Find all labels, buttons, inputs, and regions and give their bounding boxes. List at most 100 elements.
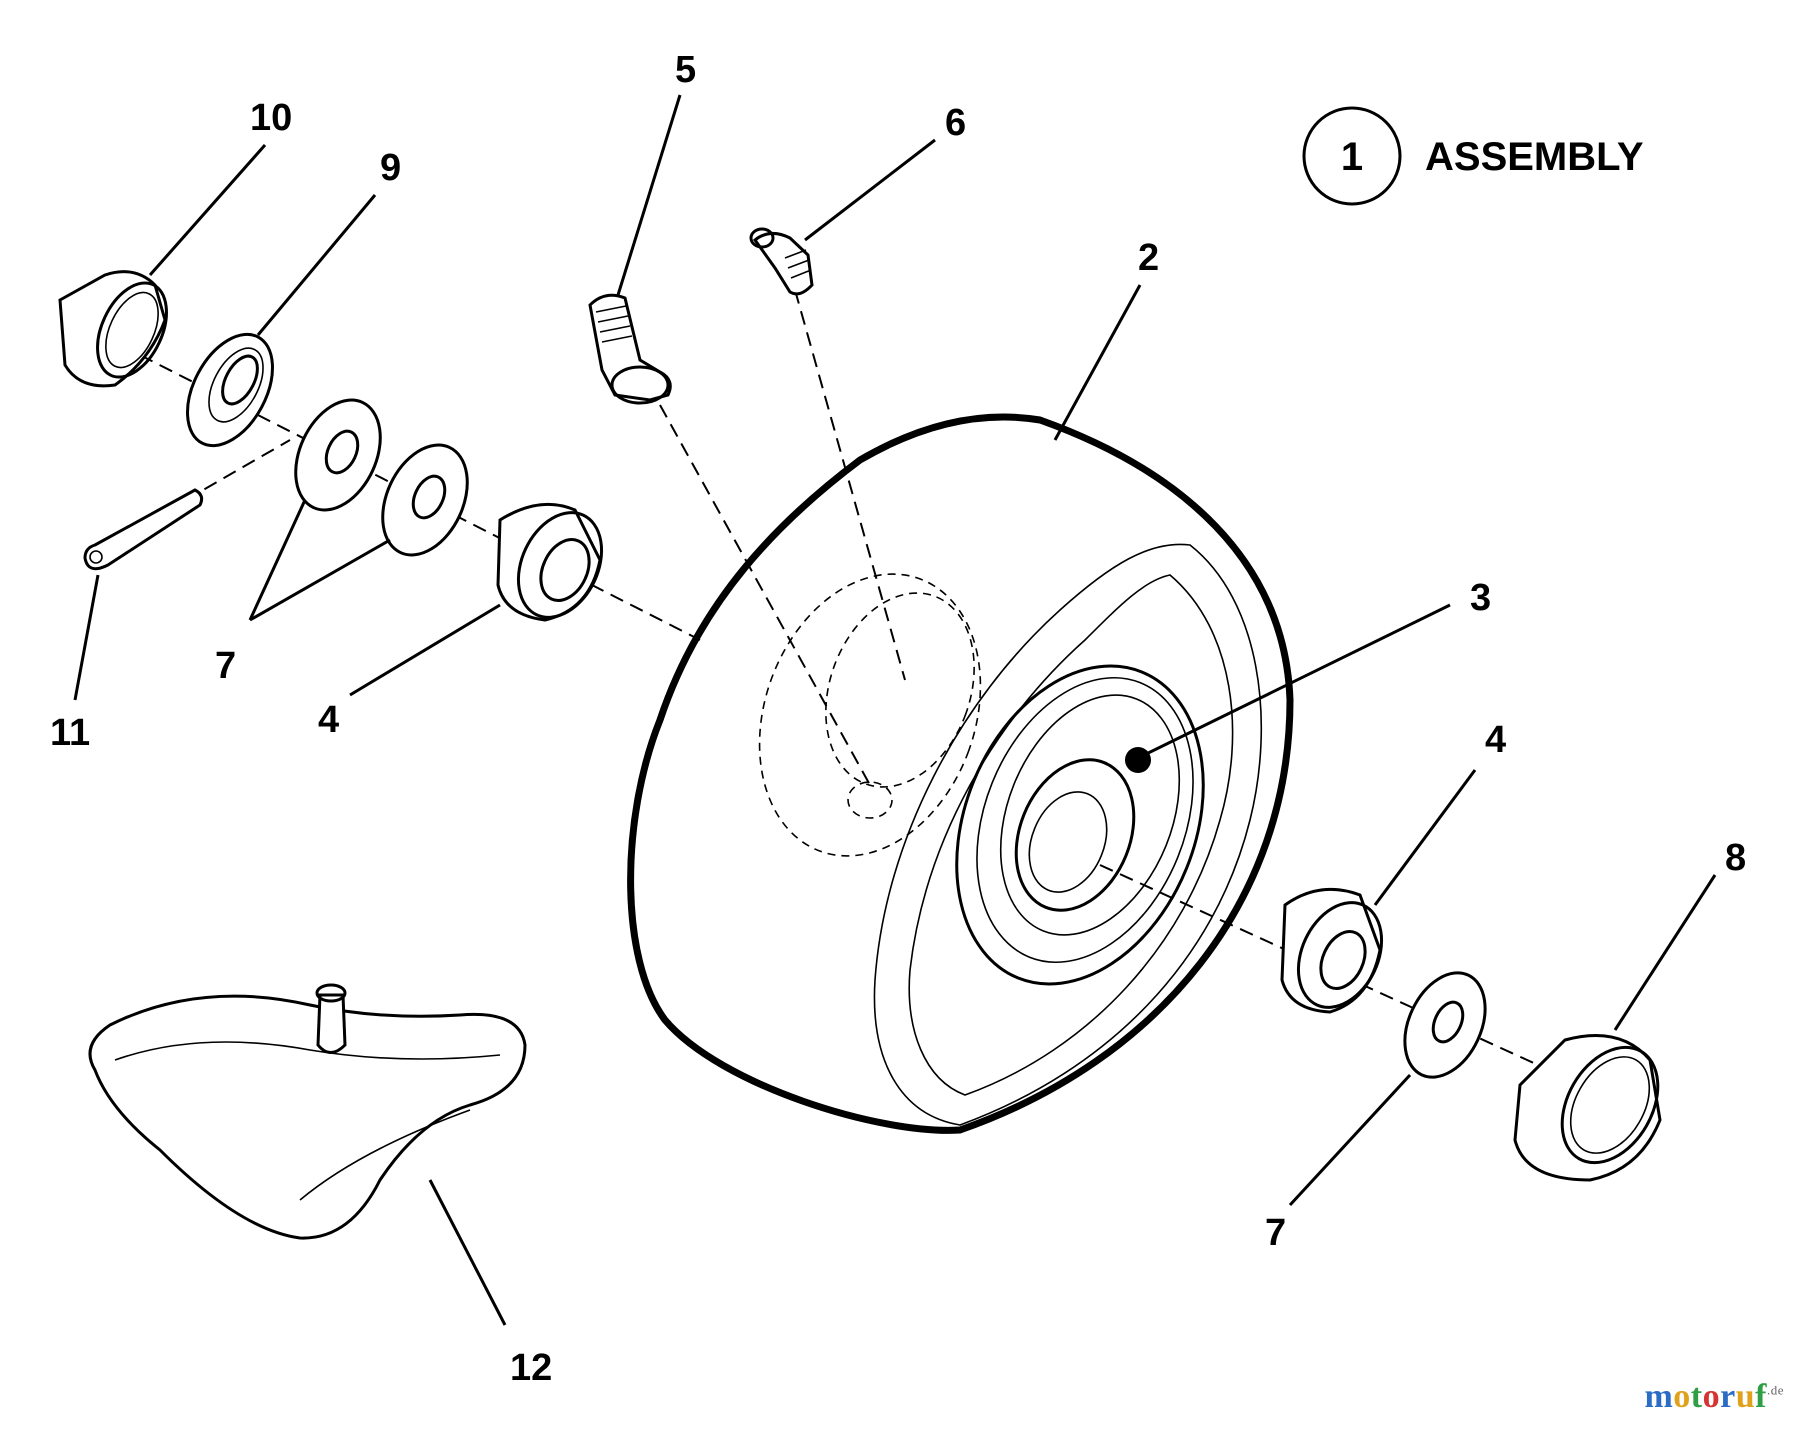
callout-4-right: 4 (1485, 719, 1506, 761)
cotter-pin-body (83, 488, 204, 571)
cap-right-face (1560, 1045, 1660, 1165)
legend-text: ASSEMBLY (1425, 135, 1644, 179)
callout-6: 6 (945, 102, 966, 144)
grease-fitting-body (752, 232, 814, 296)
bushing-left-bore (539, 538, 591, 602)
bushing-right-bore (1319, 930, 1367, 990)
tire-inner-bead (908, 574, 1234, 1096)
bushing-left-face (516, 511, 604, 619)
part-7-washer-right (1403, 971, 1487, 1079)
legend-circle-number: 1 (1341, 135, 1363, 179)
cap-right-inner (1569, 1056, 1651, 1154)
cotter-pin-eye (89, 550, 103, 564)
valve-stem-base (610, 365, 670, 405)
washer-a-hole (324, 429, 360, 475)
legend-circle (1302, 106, 1402, 206)
leader-6 (804, 138, 936, 242)
leader-7-right (1288, 1073, 1412, 1207)
tire-sidewall (873, 543, 1263, 1126)
cap-right-body (1513, 1034, 1662, 1182)
leader-12 (428, 1179, 507, 1326)
tube-fold-top (114, 1041, 501, 1061)
leader-9 (256, 194, 377, 336)
leader-4-right (1373, 769, 1477, 906)
bearing-race (208, 347, 264, 423)
leader-2 (1053, 284, 1142, 441)
watermark-letter: t (1690, 1378, 1703, 1415)
rim-lip (976, 676, 1194, 964)
callout-12: 12 (510, 1347, 552, 1389)
callout-4-left: 4 (318, 699, 339, 741)
callout-7-left: 7 (215, 645, 236, 687)
rim-hub-bore (1014, 758, 1136, 912)
hidden-hub-back (758, 573, 982, 857)
callout-2: 2 (1138, 237, 1159, 279)
washer-b-hole (411, 474, 447, 520)
cap-left-face (96, 281, 168, 379)
rim-flange (999, 694, 1181, 936)
leader-11 (73, 574, 100, 701)
callout-10: 10 (250, 97, 292, 139)
rim-callout-dot (1125, 747, 1151, 773)
wheel-assembly (627, 413, 1294, 1134)
tube-valve-stem (316, 993, 347, 1054)
callout-labels: 10 9 5 6 2 3 4 4 7 7 8 11 12 (50, 49, 1746, 1389)
callout-11: 11 (50, 712, 90, 754)
part-4-bushing-left (496, 502, 604, 622)
part-5-valve-stem (588, 293, 672, 405)
leader-10 (148, 144, 267, 276)
rim-outer (955, 664, 1205, 986)
tire-outline (627, 413, 1294, 1134)
leader-5 (616, 94, 682, 296)
bearing-bore (221, 354, 259, 406)
grease-fitting-leader-path (794, 289, 906, 681)
leader-7-a (248, 499, 307, 621)
callout-5: 5 (675, 49, 696, 91)
watermark-letter: o (1702, 1378, 1721, 1415)
washer-a-outer (294, 398, 382, 512)
hidden-valve-hole (847, 781, 893, 819)
washer-right-hole (1431, 1000, 1465, 1044)
cap-left-inner (105, 291, 159, 369)
hidden-hub-inner (825, 592, 975, 788)
part-9-bearing (186, 332, 274, 448)
bushing-right-face (1296, 901, 1384, 1009)
watermark-suffix: .de (1766, 1382, 1784, 1398)
grease-fitting-tip (749, 227, 775, 249)
bearing-outer (186, 332, 274, 448)
leader-8 (1613, 874, 1717, 1031)
valve-stem-leader-path (659, 404, 871, 786)
grease-fitting-threads (784, 249, 812, 279)
washer-right-outer (1403, 971, 1487, 1079)
rim-bore-inner (1028, 791, 1108, 893)
tube-fold-edge (299, 1109, 471, 1201)
part-12-inner-tube (88, 983, 527, 1240)
watermark-logo: motoruf.de (1644, 1378, 1784, 1416)
leader-3 (1139, 603, 1451, 759)
tube-outline (88, 994, 527, 1240)
part-10-cap (58, 270, 168, 388)
part-6-grease-fitting (749, 227, 814, 296)
leader-4-left (349, 603, 501, 697)
part-8-cap (1513, 1034, 1662, 1182)
watermark-letter: m (1644, 1378, 1674, 1415)
washer-b-outer (381, 443, 469, 557)
leader-7-b (249, 538, 391, 622)
cap-left-body (58, 270, 167, 388)
callout-8: 8 (1725, 837, 1746, 879)
leader-lines (73, 94, 1717, 1326)
part-11-cotter-pin (83, 488, 204, 571)
part-7-washer-b (381, 443, 469, 557)
watermark-letter: f (1755, 1378, 1767, 1415)
watermark-letter: u (1735, 1378, 1756, 1415)
valve-stem-threads (595, 305, 633, 343)
assembly-legend: 1 ASSEMBLY (1302, 106, 1644, 206)
callout-9: 9 (380, 147, 401, 189)
watermark-letter: o (1673, 1378, 1691, 1415)
part-7-washer-a (294, 398, 382, 512)
tube-valve-cap (315, 983, 347, 1003)
callout-7-right: 7 (1265, 1212, 1286, 1254)
part-4-bushing-right (1280, 887, 1384, 1014)
